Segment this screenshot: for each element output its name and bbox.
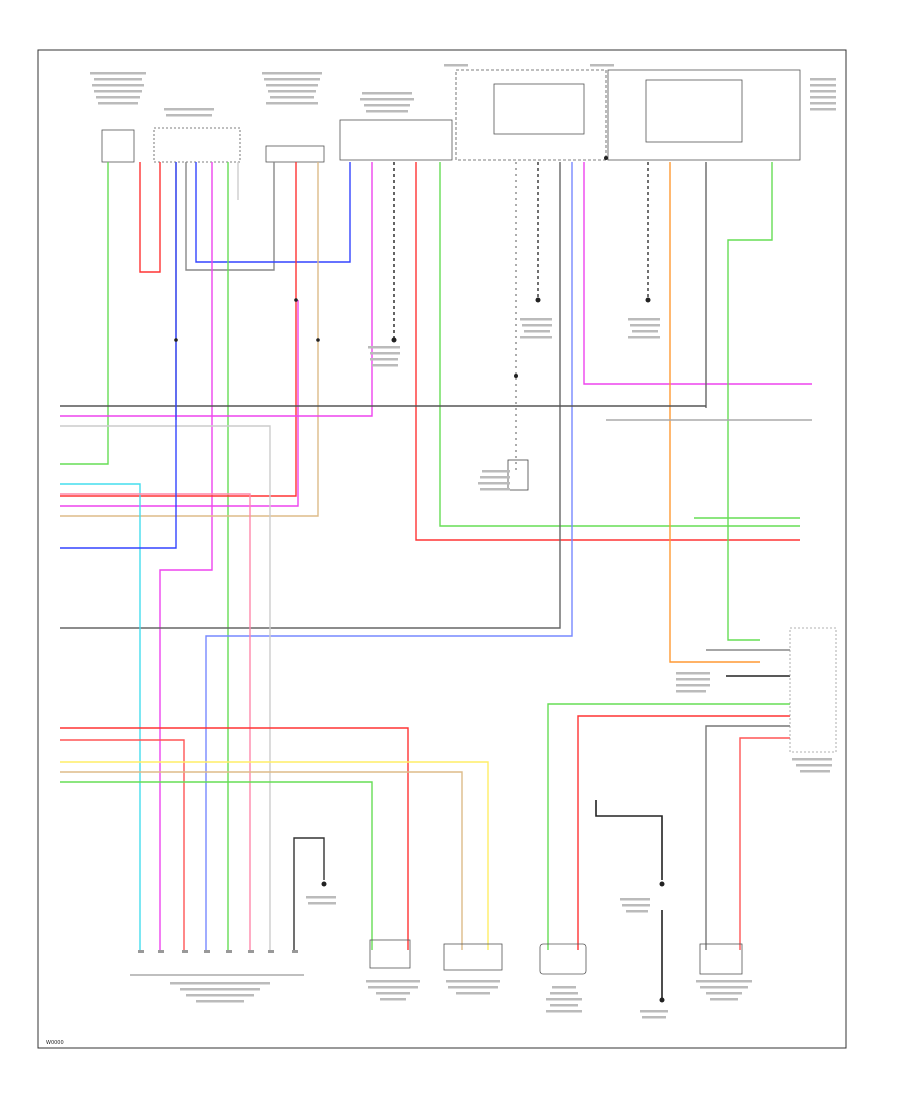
wire-black-lower-3 [293,837,325,950]
bottom-box-3 [539,943,587,975]
bus-white [60,425,271,950]
top-components [101,69,801,163]
bottom-box-2 [443,943,503,971]
bus-red-lower-2 [60,739,185,950]
right-connector-block [789,627,837,753]
relay-inner [493,83,585,135]
bus-yellow-1 [60,761,489,950]
wire-green-right-lower [547,703,790,950]
bottom-components [130,939,743,976]
wire-magenta-4 [583,162,812,385]
wire-tan-1 [60,162,319,517]
wire-gray-2 [185,162,275,271]
bus-green-lower [60,781,373,950]
wire-magenta-2 [60,300,299,507]
bottom-box-1 [369,939,411,969]
wire-blue-1 [195,162,351,263]
relay-box [455,69,607,161]
ground-block [507,459,529,491]
ground-symbols [174,156,665,1003]
bottom-pins [138,950,298,953]
wire-red-3 [415,162,800,541]
footer-code: W0000 [46,1040,64,1046]
top-wires [60,162,812,950]
connector-box-1 [101,129,135,163]
bus-wires [60,162,812,1000]
wire-gray-4 [60,162,561,629]
wire-green-1 [60,162,109,465]
bottom-box-4 [699,943,743,975]
wire-red-right-lower [577,715,790,950]
wire-green-4 [727,162,773,641]
wire-magenta-1 [159,162,213,950]
wire-green-3 [439,162,800,527]
bus-red-lower-1 [60,727,409,950]
bottom-label-blocks [170,318,832,1019]
connector-box-4 [339,119,453,161]
bus-cyan [60,483,141,950]
wire-red-right-lower-2 [739,737,790,950]
wire-blue-2 [205,162,573,950]
wire-red-2 [60,162,297,497]
connector-box-3 [265,145,325,163]
top-label-blocks [90,64,836,117]
wire-black-lower [595,800,663,880]
bus-tan-lower [60,771,463,950]
wire-orange-1 [669,162,760,663]
bus-blue [60,162,177,549]
wire-red-loop [139,162,161,273]
control-inner [645,79,743,143]
diagram-frame [37,49,847,1049]
wire-magenta-3 [60,162,373,417]
control-box [607,69,801,161]
wire-gray-right-lower [705,725,790,950]
bus-pink [60,493,251,950]
connector-box-2 [153,127,241,163]
